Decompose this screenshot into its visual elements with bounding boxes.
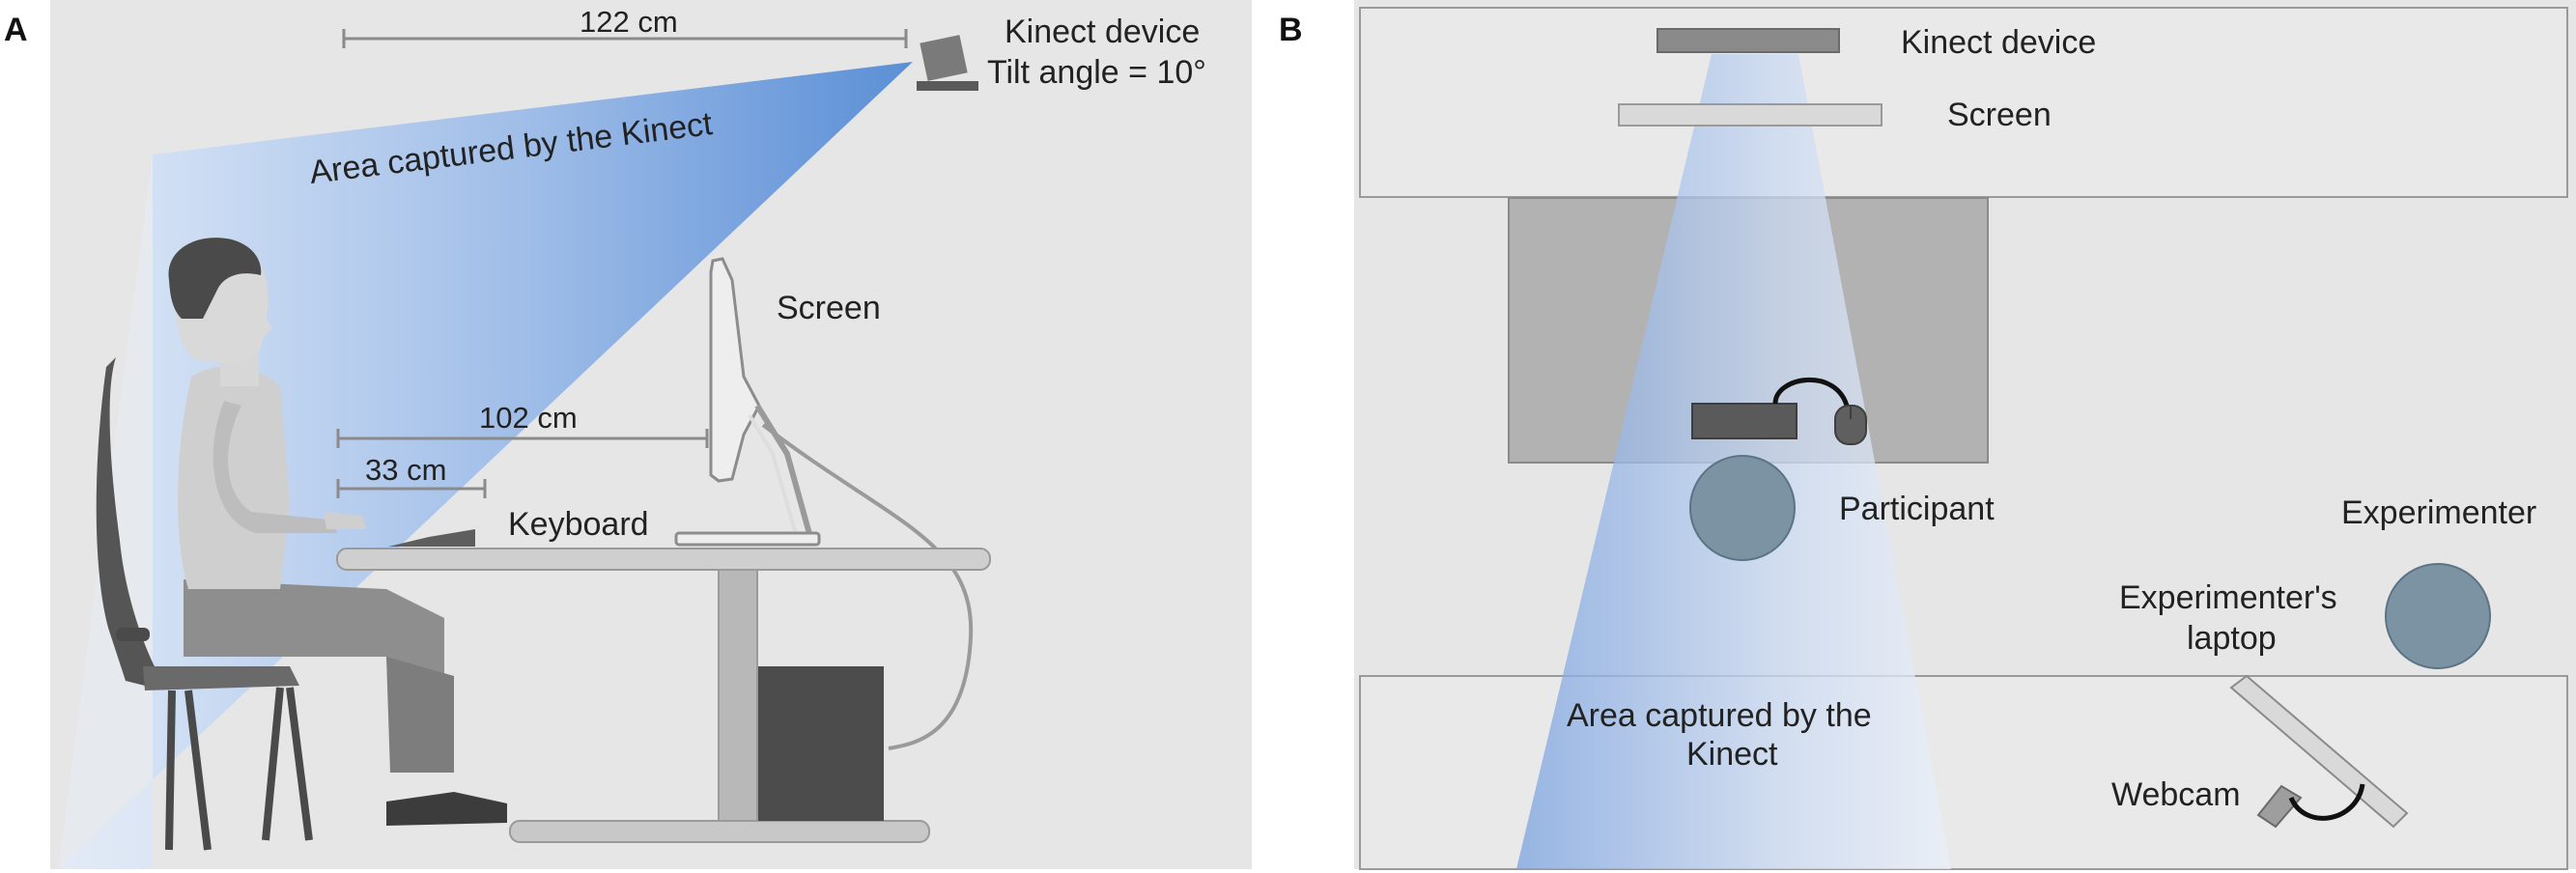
kinect-device-label: Kinect device bbox=[1005, 14, 1200, 50]
kinect-device-label-b: Kinect device bbox=[1901, 24, 2096, 61]
mouse-cable bbox=[1772, 378, 1850, 407]
kinect-device-top bbox=[1656, 28, 1840, 53]
webcam-top bbox=[2256, 784, 2303, 829]
dimension-33cm-label: 33 cm bbox=[365, 453, 446, 487]
experimenter-circle bbox=[2385, 563, 2491, 669]
screen-label-a: Screen bbox=[777, 290, 881, 326]
monitor-side bbox=[674, 257, 974, 750]
computer-tower bbox=[758, 666, 884, 821]
kinect-device-side bbox=[917, 35, 978, 91]
laptop-label-line1: Experimenter's bbox=[2119, 579, 2337, 616]
keyboard-top bbox=[1691, 403, 1798, 439]
panel-b-letter: B bbox=[1279, 12, 1303, 48]
keyboard-side bbox=[388, 529, 475, 547]
dimension-122cm-label: 122 cm bbox=[580, 5, 678, 39]
dimension-102cm bbox=[336, 429, 709, 448]
chair bbox=[96, 357, 313, 851]
panel-b: B Kinect device Screen Participant Exper… bbox=[1279, 0, 2576, 870]
screen-label-b: Screen bbox=[1947, 97, 2052, 133]
area-label-b-line1: Area captured by the bbox=[1567, 697, 1872, 734]
desk bbox=[336, 548, 991, 843]
laptop-label-line2: laptop bbox=[2187, 620, 2277, 657]
screen-top bbox=[1618, 103, 1882, 127]
webcam-label: Webcam bbox=[2111, 776, 2241, 813]
front-wall-zone bbox=[1359, 7, 2568, 198]
experimenter-label: Experimenter bbox=[2341, 494, 2536, 531]
webcam-cable bbox=[2288, 783, 2365, 821]
tilt-angle-label: Tilt angle = 10° bbox=[987, 54, 1206, 91]
participant-label: Participant bbox=[1839, 491, 1995, 527]
dimension-122cm bbox=[342, 29, 908, 48]
panel-a-letter: A bbox=[4, 12, 28, 48]
keyboard-label: Keyboard bbox=[508, 506, 649, 543]
participant-circle bbox=[1689, 455, 1796, 561]
panel-a: A 122 cm Kinect device Tilt angle = 10° … bbox=[4, 0, 1252, 869]
dimension-102cm-label: 102 cm bbox=[479, 401, 578, 435]
dimension-33cm bbox=[336, 479, 487, 498]
participant-seated bbox=[168, 237, 507, 826]
area-label-b-line2: Kinect bbox=[1686, 736, 1778, 773]
